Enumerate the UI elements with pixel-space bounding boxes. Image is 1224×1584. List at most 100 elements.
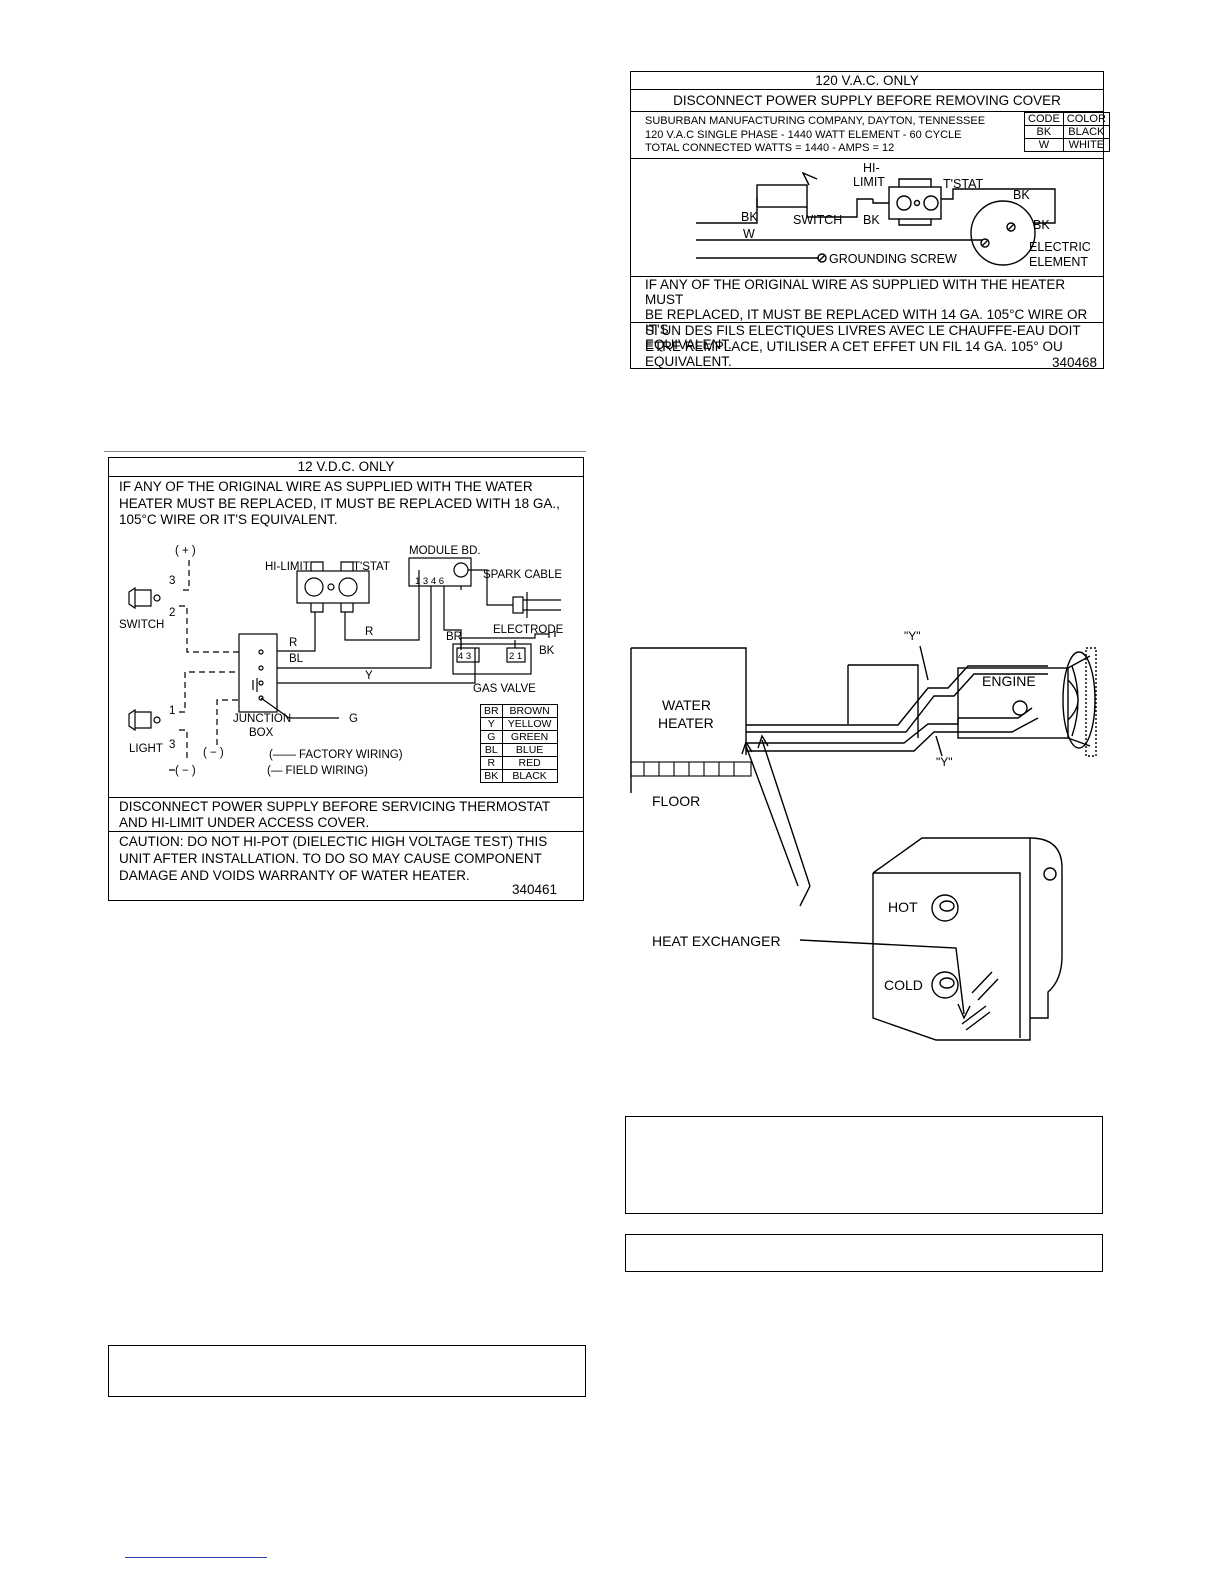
ac-w-text: W (743, 227, 755, 241)
hot-text: HOT (888, 899, 918, 915)
dc-title: 12 V.D.C. ONLY (297, 459, 395, 474)
electric-element (970, 200, 1036, 266)
color-cell: GREEN (501, 730, 558, 744)
dc-title-row: 12 V.D.C. ONLY (109, 458, 583, 477)
arrow-line (745, 745, 799, 887)
hi-limit-contact (896, 195, 912, 211)
num-2-text: 2 (169, 607, 175, 619)
color-cell: BLACK (501, 769, 558, 783)
ac-title-row: 120 V.A.C. ONLY (631, 72, 1103, 90)
empty-notice-box (625, 1234, 1103, 1272)
ac-note-fr-row: SI UN DES FILS ELECTIQUES LIVRES AVEC LE… (645, 323, 1081, 370)
code-header: CODE (1024, 112, 1064, 126)
engine-block (957, 667, 1069, 739)
color-cell: BLACK (1062, 125, 1110, 139)
empty-notice-box (625, 1116, 1103, 1214)
dc-note-line: IF ANY OF THE ORIGINAL WIRE AS SUPPLIED … (119, 479, 533, 494)
color-header: COLOR (1062, 112, 1110, 126)
floor-text: FLOOR (652, 793, 700, 809)
code-cell: BK (480, 769, 503, 783)
module-board (408, 557, 472, 587)
ac-note-fr-line: SI UN DES FILS ELECTIQUES LIVRES AVEC LE… (645, 323, 1081, 338)
ac-bk-text: BK (1013, 188, 1030, 202)
ac-limit-text: LIMIT (853, 175, 885, 189)
dc-wiring-label: 12 V.D.C. ONLY IF ANY OF THE ORIGINAL WI… (108, 457, 584, 901)
code-cell: BR (480, 704, 503, 718)
factory-wiring-text: (—— FACTORY WIRING) (269, 749, 403, 761)
color-cell: WHITE (1062, 138, 1110, 152)
ac-hi-limit-text: HI- (863, 161, 880, 175)
valve-pins-text: 2 1 (509, 651, 522, 662)
valve-pins-text: 4 3 (458, 651, 471, 662)
code-cell: BL (480, 743, 503, 757)
hi-limit-text: HI-LIMIT (265, 561, 310, 573)
box-text: BOX (249, 727, 274, 739)
empty-notice-box (108, 1345, 586, 1397)
ac-warning-row: DISCONNECT POWER SUPPLY BEFORE REMOVING … (631, 90, 1103, 112)
dc-note-line: 105°C WIRE OR IT'S EQUIVALENT. (119, 512, 338, 527)
switch-rocker-icon (128, 586, 152, 610)
ac-note-line: EQUIVALENT. (645, 337, 732, 352)
module-pins-text: 1 3 4 6 (415, 576, 444, 587)
ac-electric-text: ELECTRIC (1029, 240, 1091, 254)
light-rocker-icon (128, 708, 152, 732)
ac-switch-text: SWITCH (793, 213, 842, 227)
ac-title: 120 V.A.C. ONLY (815, 73, 919, 88)
gas-valve (452, 643, 532, 675)
water-text: WATER (662, 697, 711, 713)
minus-text: ( − ) (203, 747, 224, 759)
bk-label: BK (539, 645, 555, 657)
code-cell: W (1024, 138, 1064, 152)
ac-bk-text: BK (863, 213, 880, 227)
ac-note-en-row: IF ANY OF THE ORIGINAL WIRE AS SUPPLIED … (631, 277, 1103, 352)
module-text: MODULE BD. (409, 545, 481, 557)
dc-part-number: 340461 (511, 882, 557, 897)
ac-bk-text: BK (741, 210, 758, 224)
minus-text: ( − ) (175, 765, 196, 777)
ac-diagram-row: HI- LIMIT T'STAT BK BK SWITCH BK BK W GR… (631, 159, 1103, 277)
ac-tstat-text: T'STAT (943, 177, 983, 191)
dc-thermostat-body (296, 570, 370, 604)
color-cell: YELLOW (501, 717, 558, 731)
spark-cable (468, 569, 509, 606)
heat-exchanger-text: HEAT EXCHANGER (652, 933, 781, 949)
r-label: R (289, 637, 297, 649)
ac-spec-line: SUBURBAN MANUFACTURING COMPANY, DAYTON, … (645, 115, 986, 127)
spark-cable-text: SPARK CABLE (483, 569, 562, 581)
dc-caution-line: UNIT AFTER INSTALLATION. TO DO SO MAY CA… (119, 851, 542, 866)
cold-fitting (931, 971, 959, 999)
dc-wiring-diagram: ( + ) 3 2 SWITCH 1 3 LIGHT ( − ) ( − ) H… (119, 545, 564, 777)
light-text: LIGHT (129, 743, 163, 755)
y-label: Y (365, 670, 373, 682)
dc-caution-line: DAMAGE AND VOIDS WARRANTY OF WATER HEATE… (119, 868, 470, 883)
footer-link-underline (125, 1557, 267, 1558)
y-bottom-text: "Y" (936, 755, 953, 769)
ac-bk-text: BK (1033, 218, 1050, 232)
engine-text: ENGINE (982, 673, 1036, 689)
plus-text: ( + ) (175, 545, 196, 557)
field-wiring-text: (— FIELD WIRING) (267, 765, 368, 777)
switch-rocker (806, 198, 873, 218)
color-cell: BROWN (501, 704, 558, 718)
ac-warning: DISCONNECT POWER SUPPLY BEFORE REMOVING … (673, 93, 1061, 108)
switch-text: SWITCH (119, 619, 164, 631)
junction-box (238, 633, 278, 713)
num-3b-text: 3 (169, 739, 175, 751)
ac-spec-line: 120 V.A.C SINGLE PHASE - 1440 WATT ELEME… (645, 128, 962, 141)
g-label: G (349, 713, 358, 725)
dc-note: IF ANY OF THE ORIGINAL WIRE AS SUPPLIED … (119, 479, 560, 529)
section-divider (104, 451, 586, 452)
dc-note-line: HEATER MUST BE REPLACED, IT MUST BE REPL… (119, 495, 560, 511)
arrow-line (799, 885, 811, 907)
electrode-text: ELECTRODE (493, 624, 564, 636)
r-wire (277, 612, 316, 652)
heater-text: HEATER (658, 715, 714, 731)
br-label: BR (446, 631, 462, 643)
ac-note-line: IF ANY OF THE ORIGINAL WIRE AS SUPPLIED … (645, 277, 1066, 307)
ac-wiring-label: 120 V.A.C. ONLY DISCONNECT POWER SUPPLY … (630, 71, 1110, 370)
code-cell: Y (480, 717, 503, 731)
code-cell: R (480, 756, 503, 770)
tstat-text: T'STAT (353, 561, 390, 573)
ac-ground-text: GROUNDING SCREW (829, 252, 957, 266)
arrow-line (761, 739, 811, 887)
